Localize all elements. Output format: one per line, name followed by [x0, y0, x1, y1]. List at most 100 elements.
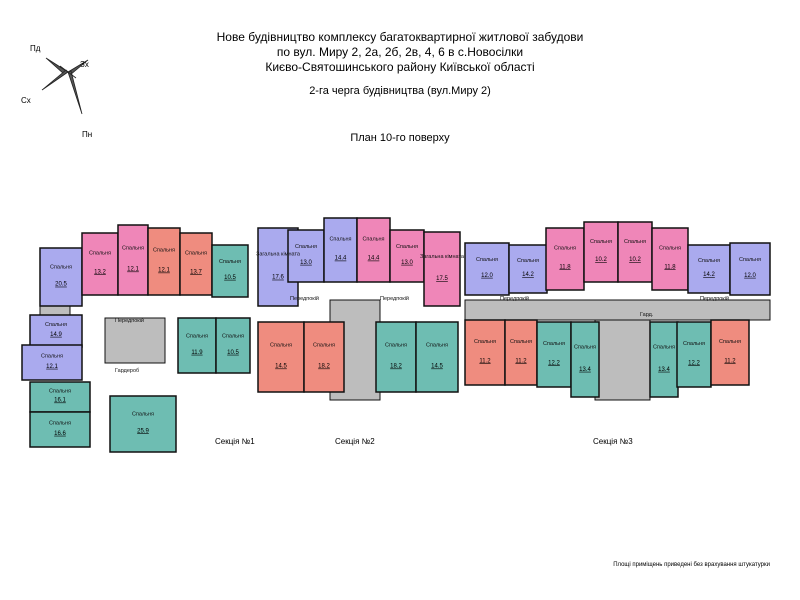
ancillary-label: Передпокій [290, 295, 319, 302]
room-area: 12.2 [688, 360, 700, 366]
room-label: Спальня [313, 343, 335, 349]
ancillary-label: Передпокій [700, 295, 729, 302]
room-label: Загальна кімната [256, 251, 301, 257]
room-area: 12.2 [548, 360, 560, 366]
room-area: 14.4 [335, 256, 347, 262]
room-area: 13.7 [190, 269, 202, 275]
room [651, 227, 689, 291]
title-line-4: 2-га черга будівництва (вул.Миру 2) [309, 85, 491, 97]
compass-label-nw: Пд [30, 44, 41, 53]
compass-star-icon [41, 57, 89, 115]
room-label: Спальня [476, 257, 498, 263]
room-area: 13.2 [94, 269, 106, 275]
room [545, 227, 585, 291]
room-area: 12.1 [127, 267, 139, 273]
room-label: Спальня [739, 257, 761, 263]
room-label: Спальня [517, 258, 539, 264]
room [211, 244, 249, 298]
room [536, 321, 572, 388]
room-label: Спальня [554, 246, 576, 252]
title-line-3: Києво-Святошинського району Київської об… [265, 60, 535, 74]
room-label: Спальня [624, 239, 646, 245]
compass-label-sw: Сх [21, 96, 31, 105]
room-area: 11.2 [479, 358, 491, 364]
room [375, 321, 417, 393]
ancillary-label: Передпокій [500, 295, 529, 302]
room [109, 395, 177, 453]
room-area: 14.2 [703, 272, 715, 278]
room [687, 244, 731, 294]
room [215, 317, 251, 374]
room-area: 11.8 [559, 264, 571, 270]
room-area: 14.2 [522, 272, 534, 278]
room [423, 231, 461, 307]
room-label: Спальня [698, 258, 720, 264]
room-area: 14.4 [368, 256, 380, 262]
lift-core-1 [104, 317, 166, 364]
room [649, 321, 679, 398]
room-label: Спальня [295, 244, 317, 250]
room-label: Спальня [574, 344, 596, 350]
section-1-label: Секція №1 [215, 437, 255, 446]
room [39, 247, 83, 307]
room-area: 13.0 [300, 260, 312, 266]
room-area: 18.2 [390, 364, 402, 370]
room-area: 11.8 [664, 264, 676, 270]
room-label: Спальня [49, 389, 71, 395]
room [287, 229, 325, 283]
title-line-2: по вул. Миру 2, 2а, 2б, 2в, 4, 6 в с.Нов… [276, 45, 524, 59]
room-label: Спальня [50, 264, 72, 270]
room-labels: Спальня20.5Спальня13.2Спальня12.1Спальня… [41, 236, 761, 436]
room-area: 10.2 [629, 257, 641, 263]
compass-label-se: Пн [82, 130, 93, 139]
room [177, 317, 217, 374]
room [81, 232, 119, 296]
room-area: 12.1 [46, 364, 58, 370]
room-area: 12.0 [481, 273, 493, 279]
room-label: Спальня [683, 341, 705, 347]
room-label: Спальня [219, 259, 241, 265]
room-label: Спальня [89, 251, 111, 257]
ancillary-label: Передпокій [115, 317, 144, 324]
room-label: Спальня [396, 244, 418, 250]
room [617, 221, 653, 283]
corridor-3 [464, 299, 771, 321]
compass-rose: Пд Зх Сх Пн [18, 40, 108, 140]
room [303, 321, 345, 393]
room-label: Загальна кімната [420, 254, 465, 260]
room-area: 13.4 [579, 367, 591, 373]
room [508, 244, 548, 294]
room-label: Спальня [186, 333, 208, 339]
room [710, 319, 750, 386]
room-area: 10.2 [595, 257, 607, 263]
room-label: Спальня [132, 412, 154, 418]
room [29, 411, 91, 448]
ancillary-label: Гардероб [115, 368, 139, 374]
ancillary-label: Гард. [640, 312, 654, 318]
room [323, 217, 358, 283]
room-area: 10.5 [227, 350, 239, 356]
room [729, 242, 771, 296]
floor-title: План 10-го поверху [350, 132, 450, 144]
room-label: Спальня [510, 339, 532, 345]
room-area: 14.9 [50, 332, 62, 338]
room-area: 20.5 [55, 282, 67, 288]
room-label: Спальня [222, 333, 244, 339]
room-area: 10.5 [224, 275, 236, 281]
room [464, 242, 510, 296]
room-area: 14.5 [275, 364, 287, 370]
room-label: Спальня [385, 343, 407, 349]
section-3-label: Секція №3 [593, 437, 633, 446]
room-area: 18.2 [318, 364, 330, 370]
room-area: 13.0 [401, 260, 413, 266]
room-label: Спальня [45, 322, 67, 328]
room-area: 11.2 [515, 358, 527, 364]
room [257, 321, 305, 393]
ancillary-label: Передпокій [380, 295, 409, 302]
room [179, 232, 213, 296]
room-label: Спальня [41, 353, 63, 359]
room [464, 319, 506, 386]
room [389, 229, 425, 283]
room-label: Спальня [270, 343, 292, 349]
